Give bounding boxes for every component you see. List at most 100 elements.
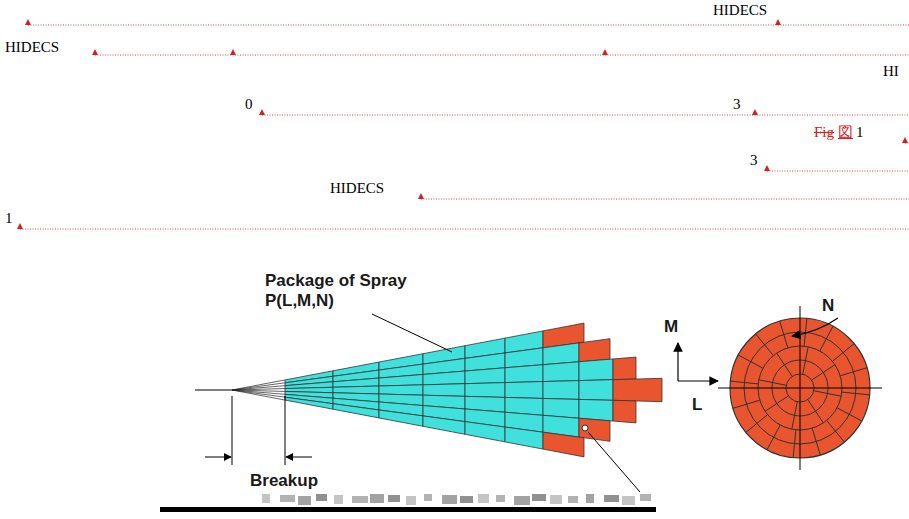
caption-smudge <box>622 496 635 505</box>
spray-ray <box>232 390 285 400</box>
caption-smudge <box>496 495 505 502</box>
caption-smudge <box>334 495 343 504</box>
section-radial <box>832 344 854 362</box>
part-label: P(L,M,N) <box>265 292 334 311</box>
leader-line <box>588 432 640 492</box>
section-radial <box>827 420 845 442</box>
spray-block <box>379 374 423 386</box>
spray-ray <box>232 390 285 397</box>
section-radial <box>730 381 758 384</box>
cross-section <box>718 306 882 470</box>
spray-block <box>579 399 613 421</box>
revision-triangle <box>25 19 31 25</box>
caption-smudge <box>370 494 384 503</box>
extension-line <box>232 396 233 465</box>
axis-line <box>195 390 232 391</box>
caption-smudge <box>640 494 651 501</box>
spray-ray <box>232 380 285 390</box>
illegible-caption <box>262 494 651 505</box>
caption-smudge <box>442 495 457 504</box>
section-radial <box>746 415 768 433</box>
revision-triangle <box>92 49 98 55</box>
revision-triangle <box>259 109 265 115</box>
spray-ray <box>232 389 285 390</box>
bottom-rule <box>160 507 656 512</box>
axis-label: N <box>822 297 834 316</box>
caption-smudge <box>316 494 327 501</box>
revision-marks <box>17 19 909 229</box>
m-axis-arrow <box>677 343 678 381</box>
revision-triangle <box>902 137 908 143</box>
revision-triangle <box>752 109 758 115</box>
spray-block <box>543 343 579 365</box>
revision-line <box>262 115 909 116</box>
section-radial <box>840 368 867 376</box>
revision-triangle <box>602 49 608 55</box>
revision-text: HIDECS <box>330 180 384 197</box>
spray-outer-block <box>613 400 636 423</box>
spray-outer-block <box>543 432 584 457</box>
axis-label: M <box>664 318 678 337</box>
revision-triangle <box>230 49 236 55</box>
caption-smudge <box>424 494 432 501</box>
section-radial <box>780 321 788 348</box>
spray-block <box>465 383 505 398</box>
extension-line <box>285 396 286 465</box>
section-radial <box>738 355 763 368</box>
revision-text: Fig <box>814 124 834 141</box>
revision-text: HI <box>883 63 899 80</box>
section-radial <box>842 392 870 395</box>
l-axis-arrow <box>678 380 718 381</box>
section-radial <box>765 396 788 412</box>
sample-dot <box>582 425 588 431</box>
section-radial <box>837 408 862 421</box>
revision-text: 3 <box>733 96 741 113</box>
caption-smudge <box>568 496 578 503</box>
spray-block <box>543 398 579 418</box>
leader-line <box>372 314 452 352</box>
revision-text: HIDECS <box>713 2 767 19</box>
spray-block <box>579 359 613 381</box>
spray-package <box>232 323 662 457</box>
revision-line <box>421 199 909 200</box>
caption-smudge <box>532 494 546 501</box>
caption-smudge <box>514 496 530 505</box>
dimension-label: Breakup <box>250 472 318 491</box>
spray-ray <box>232 383 285 390</box>
revision-text: 図 <box>838 124 853 141</box>
spray-block <box>543 381 579 400</box>
spray-block <box>465 422 505 442</box>
spray-block <box>423 371 465 385</box>
spray-block <box>423 416 465 434</box>
spray-block <box>333 404 379 418</box>
caption-smudge <box>586 494 594 503</box>
spray-outer-block <box>579 339 610 362</box>
spray-block <box>543 362 579 382</box>
section-radial <box>777 353 793 376</box>
revision-text: 1 <box>856 124 864 141</box>
revision-triangle <box>775 19 781 25</box>
section-radial <box>759 380 786 385</box>
caption-smudge <box>352 496 368 503</box>
spray-block <box>285 397 333 409</box>
dimension-line <box>286 457 312 458</box>
spray-block <box>505 427 543 449</box>
spray-block <box>379 410 423 426</box>
section-axis <box>800 306 801 470</box>
section-radial <box>793 430 796 458</box>
caption-smudge <box>388 495 400 502</box>
section-radial <box>812 428 820 455</box>
section-radial <box>820 326 833 351</box>
revision-text: 3 <box>750 152 758 169</box>
spray-block <box>505 382 543 399</box>
caption-smudge <box>298 496 311 505</box>
section-radial <box>808 400 824 423</box>
caption-smudge <box>604 495 619 502</box>
section-radial <box>812 365 835 381</box>
revision-triangle <box>418 193 424 199</box>
caption-smudge <box>406 496 416 505</box>
caption-smudge <box>550 495 562 504</box>
